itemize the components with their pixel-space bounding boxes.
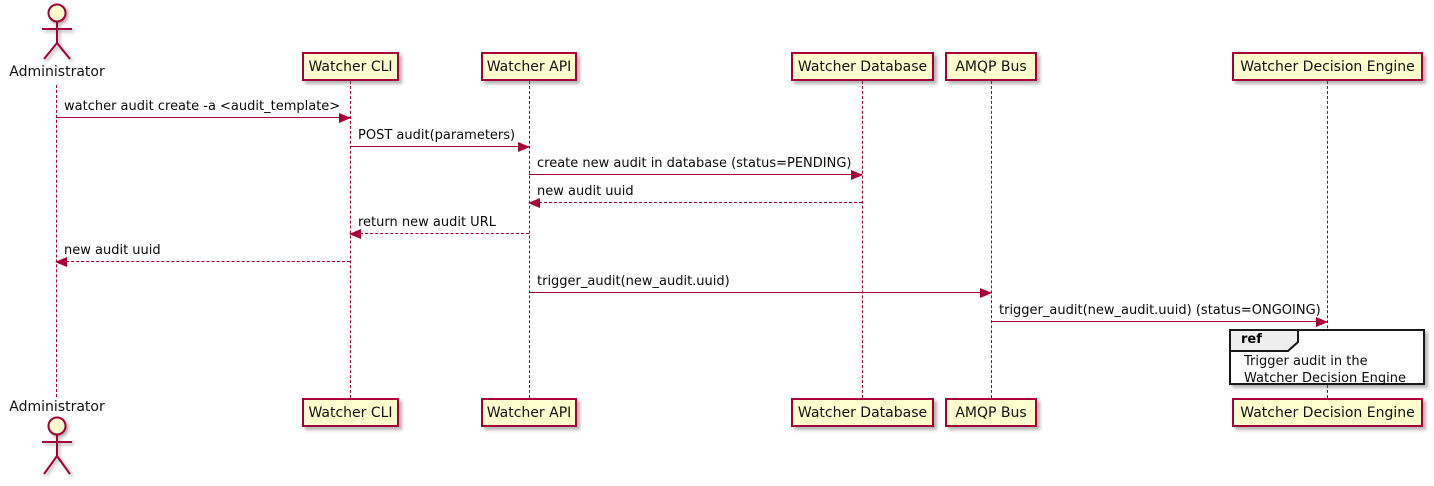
participant-label: Watcher API bbox=[486, 58, 572, 75]
arrowhead-left-icon bbox=[55, 257, 67, 267]
participant-watcher-cli-top: Watcher CLI bbox=[302, 52, 399, 81]
message-line bbox=[350, 146, 529, 147]
lifeline-watcher-database bbox=[862, 81, 863, 398]
message-line bbox=[529, 174, 862, 175]
message-label: new audit uuid bbox=[64, 243, 161, 258]
ref-keyword: ref bbox=[1241, 332, 1262, 347]
ref-tab-icon bbox=[1229, 329, 1299, 352]
participant-label: Watcher CLI bbox=[308, 58, 393, 75]
participant-amqp-bus-bottom: AMQP Bus bbox=[945, 398, 1037, 427]
arrowhead-right-icon bbox=[339, 113, 351, 123]
message-label: trigger_audit(new_audit.uuid) (status=ON… bbox=[999, 303, 1321, 318]
ref-text: Trigger audit in the Watcher Decision En… bbox=[1244, 353, 1406, 387]
message-line bbox=[56, 117, 350, 118]
message-label: watcher audit create -a <audit_template> bbox=[64, 99, 341, 114]
participant-label: Watcher Decision Engine bbox=[1240, 404, 1415, 421]
participant-label: Watcher API bbox=[486, 404, 572, 421]
participant-label: AMQP Bus bbox=[955, 404, 1027, 421]
message-label: create new audit in database (status=PEN… bbox=[537, 156, 852, 171]
participant-label: Watcher Database bbox=[797, 404, 928, 421]
arrowhead-right-icon bbox=[518, 142, 530, 152]
message-line bbox=[350, 233, 529, 234]
ref-text-line: Trigger audit in the bbox=[1244, 354, 1368, 369]
message-post-audit: POST audit(parameters) bbox=[350, 127, 530, 152]
actor-administrator-top-label: Administrator bbox=[9, 64, 105, 80]
participant-watcher-decision-engine-top: Watcher Decision Engine bbox=[1232, 52, 1423, 81]
message-label: return new audit URL bbox=[358, 215, 496, 230]
message-return-audit-url: return new audit URL bbox=[349, 214, 529, 239]
message-trigger-audit: trigger_audit(new_audit.uuid) bbox=[529, 273, 992, 298]
lifeline-administrator bbox=[56, 85, 57, 397]
message-new-audit-uuid-db: new audit uuid bbox=[528, 183, 862, 208]
message-line bbox=[529, 292, 991, 293]
participant-label: Watcher Decision Engine bbox=[1240, 58, 1415, 75]
arrowhead-right-icon bbox=[1316, 317, 1328, 327]
message-line bbox=[56, 261, 350, 262]
message-label: POST audit(parameters) bbox=[358, 128, 516, 143]
ref-fragment: ref Trigger audit in the Watcher Decisio… bbox=[1229, 329, 1425, 387]
message-label: trigger_audit(new_audit.uuid) bbox=[537, 274, 730, 289]
participant-amqp-bus-top: AMQP Bus bbox=[945, 52, 1037, 81]
actor-icon bbox=[42, 3, 72, 60]
participant-watcher-database-bottom: Watcher Database bbox=[791, 398, 934, 427]
arrowhead-right-icon bbox=[980, 288, 992, 298]
actor-icon bbox=[42, 416, 72, 475]
message-new-audit-uuid-admin: new audit uuid bbox=[55, 242, 350, 267]
participant-watcher-database-top: Watcher Database bbox=[791, 52, 934, 81]
message-trigger-audit-ongoing: trigger_audit(new_audit.uuid) (status=ON… bbox=[991, 302, 1328, 327]
arrowhead-right-icon bbox=[851, 170, 863, 180]
arrowhead-left-icon bbox=[349, 229, 361, 239]
participant-watcher-api-bottom: Watcher API bbox=[481, 398, 577, 427]
message-create-audit-db: create new audit in database (status=PEN… bbox=[529, 155, 863, 180]
participant-label: AMQP Bus bbox=[955, 58, 1027, 75]
arrowhead-left-icon bbox=[528, 198, 540, 208]
message-audit-create: watcher audit create -a <audit_template> bbox=[56, 98, 351, 123]
participant-watcher-cli-bottom: Watcher CLI bbox=[302, 398, 399, 427]
lifeline-watcher-api bbox=[529, 81, 530, 398]
lifeline-watcher-cli bbox=[350, 81, 351, 398]
message-label: new audit uuid bbox=[537, 184, 634, 199]
actor-administrator-bottom-label: Administrator bbox=[9, 399, 105, 415]
message-line bbox=[529, 202, 862, 203]
lifeline-amqp-bus bbox=[991, 81, 992, 398]
participant-label: Watcher Database bbox=[797, 58, 928, 75]
ref-text-line: Watcher Decision Engine bbox=[1244, 371, 1406, 386]
participant-watcher-api-top: Watcher API bbox=[481, 52, 577, 81]
message-line bbox=[991, 321, 1327, 322]
lifeline-watcher-decision-engine bbox=[1327, 81, 1328, 398]
participant-label: Watcher CLI bbox=[308, 404, 393, 421]
participant-watcher-decision-engine-bottom: Watcher Decision Engine bbox=[1232, 398, 1423, 427]
